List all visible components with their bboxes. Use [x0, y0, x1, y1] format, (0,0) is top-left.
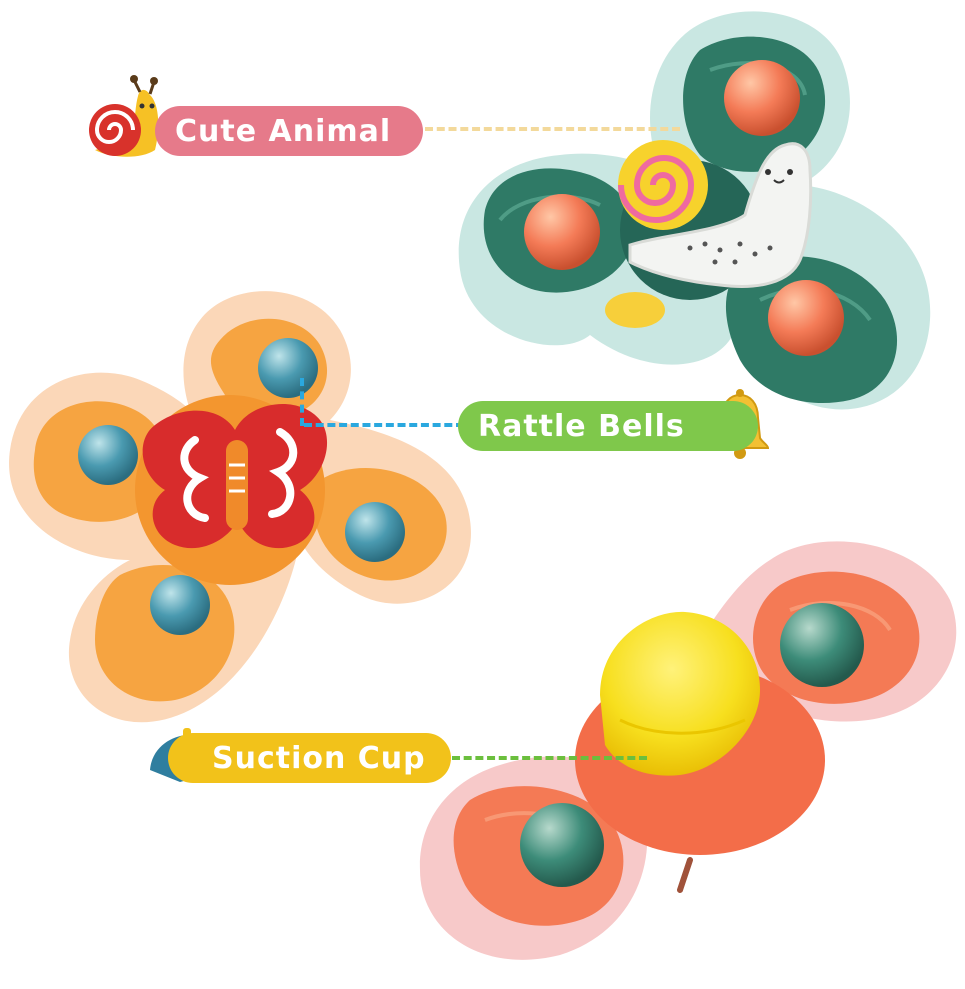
coral-suction-spinner	[419, 541, 957, 960]
snail-icon	[89, 75, 159, 157]
rattle-bells-text: Rattle Bells	[478, 408, 685, 444]
cute-animal-label: Cute Animal	[155, 106, 423, 156]
rattle-bells-leader-line	[304, 423, 464, 427]
green-snail-spinner	[458, 11, 931, 410]
rattle-bells-leader-line-vertical	[300, 378, 304, 426]
suction-cup-text: Suction Cup	[212, 740, 426, 776]
suction-cup-label: Suction Cup	[168, 733, 451, 783]
cute-animal-leader-line	[425, 127, 680, 131]
orange-butterfly-spinner	[9, 291, 471, 723]
rattle-bells-label: Rattle Bells	[458, 401, 758, 451]
cute-animal-text: Cute Animal	[175, 113, 392, 149]
suction-cup-leader-line	[452, 756, 647, 760]
